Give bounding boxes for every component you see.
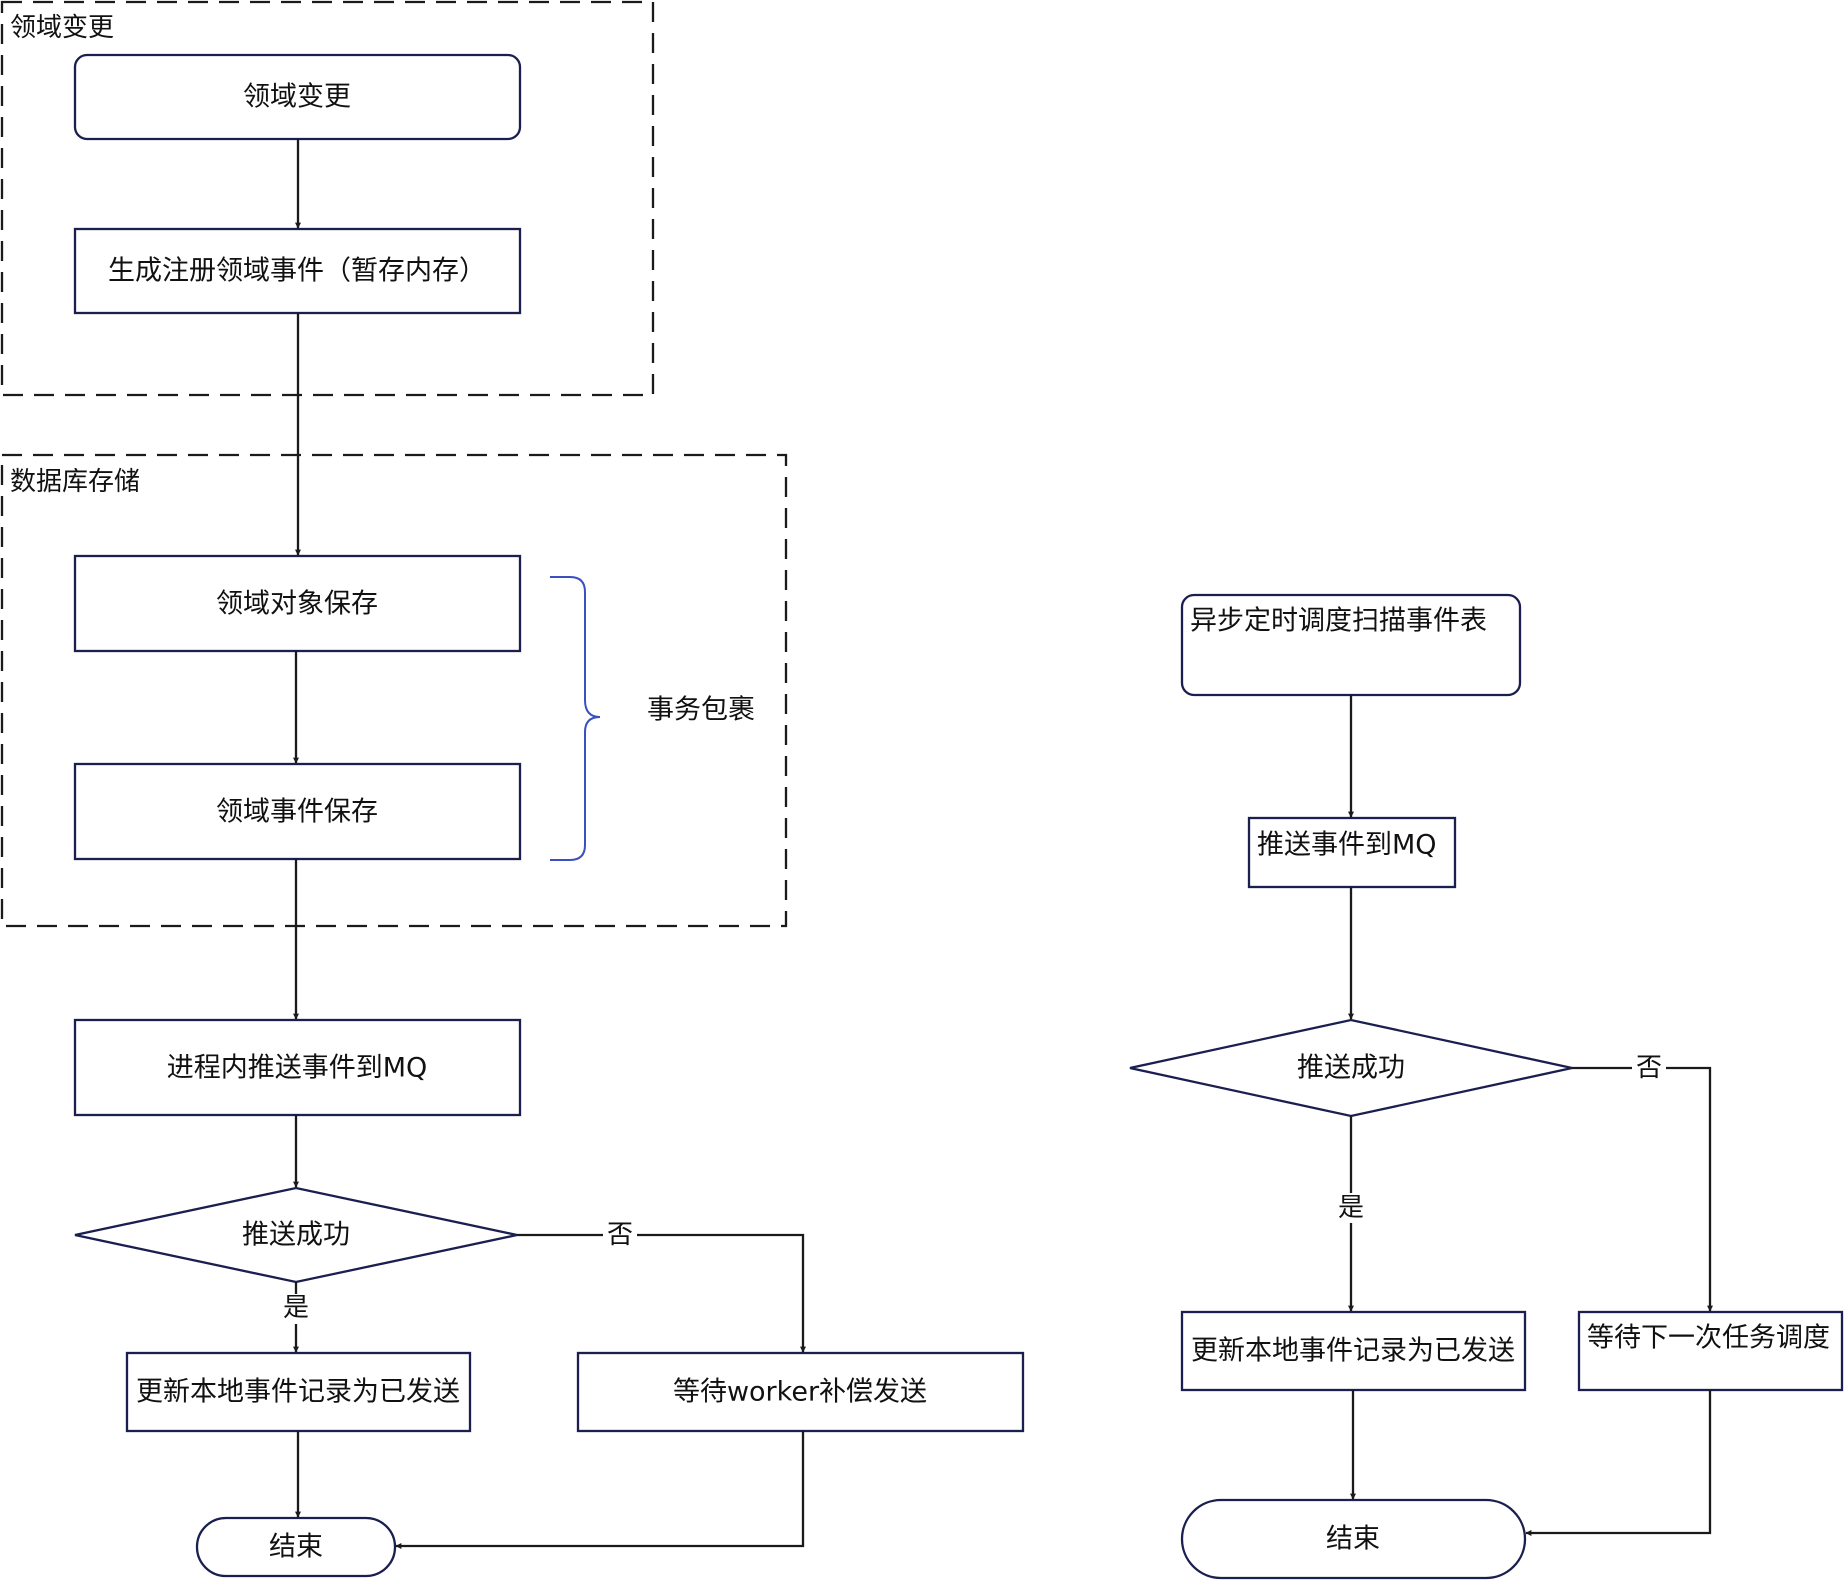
terminator-end-left[interactable]: 结束 [195,1516,397,1578]
node-label: 结束 [1326,1524,1380,1555]
group-label-db-storage: 数据库存储 [10,467,140,497]
node-save-domain-object[interactable]: 领域对象保存 [73,554,522,653]
yes-label-bg [292,1294,326,1324]
group-label-domain-change: 领域变更 [10,13,114,43]
node-label: 等待下一次任务调度 [1587,1323,1830,1354]
node-label: 生成注册领域事件（暂存内存） [108,256,486,287]
node-label: 结束 [269,1532,323,1563]
transaction-brace [550,576,601,861]
edge-label-no-right: 否 [1636,1053,1662,1083]
node-label: 领域对象保存 [216,589,378,620]
decision-push-success-left[interactable]: 推送成功 [74,1186,518,1284]
node-label: 等待worker补偿发送 [673,1377,927,1408]
node-async-scan[interactable]: 异步定时调度扫描事件表 [1180,593,1522,697]
node-save-domain-event[interactable]: 领域事件保存 [73,762,522,861]
node-update-sent-right[interactable]: 更新本地事件记录为已发送 [1180,1310,1527,1392]
terminator-end-right[interactable]: 结束 [1180,1498,1527,1580]
no-label-bg [1632,1053,1666,1083]
node-push-mq-right[interactable]: 推送事件到MQ [1247,816,1457,889]
node-label: 推送事件到MQ [1257,830,1437,861]
decision-label: 推送成功 [242,1220,350,1251]
group-domain-change: 领域变更 [0,0,655,397]
edge-label-yes-right: 是 [1338,1193,1364,1223]
group-db-storage: 数据库存储 [0,453,788,928]
node-label: 异步定时调度扫描事件表 [1190,606,1487,637]
edge-label-yes-left: 是 [283,1293,309,1323]
node-push-mq-in-process[interactable]: 进程内推送事件到MQ [73,1018,522,1117]
edge-label-no-left: 否 [607,1220,633,1250]
node-generate-event[interactable]: 生成注册领域事件（暂存内存） [73,227,522,315]
node-wait-worker[interactable]: 等待worker补偿发送 [576,1351,1025,1433]
node-domain-change[interactable]: 领域变更 [73,53,522,141]
transaction-label: 事务包裹 [647,695,755,726]
no-label-bg [603,1220,637,1250]
decision-label: 推送成功 [1297,1053,1405,1084]
yes-label-bg [1335,1193,1369,1223]
decision-push-success-right[interactable]: 推送成功 [1129,1018,1573,1118]
node-label: 进程内推送事件到MQ [167,1053,428,1084]
node-label: 更新本地事件记录为已发送 [1191,1336,1515,1367]
node-label: 领域事件保存 [216,797,378,828]
node-label: 领域变更 [243,82,351,113]
node-update-sent-left[interactable]: 更新本地事件记录为已发送 [125,1351,472,1433]
node-wait-next-schedule[interactable]: 等待下一次任务调度 [1577,1310,1844,1392]
node-label: 更新本地事件记录为已发送 [136,1377,460,1408]
